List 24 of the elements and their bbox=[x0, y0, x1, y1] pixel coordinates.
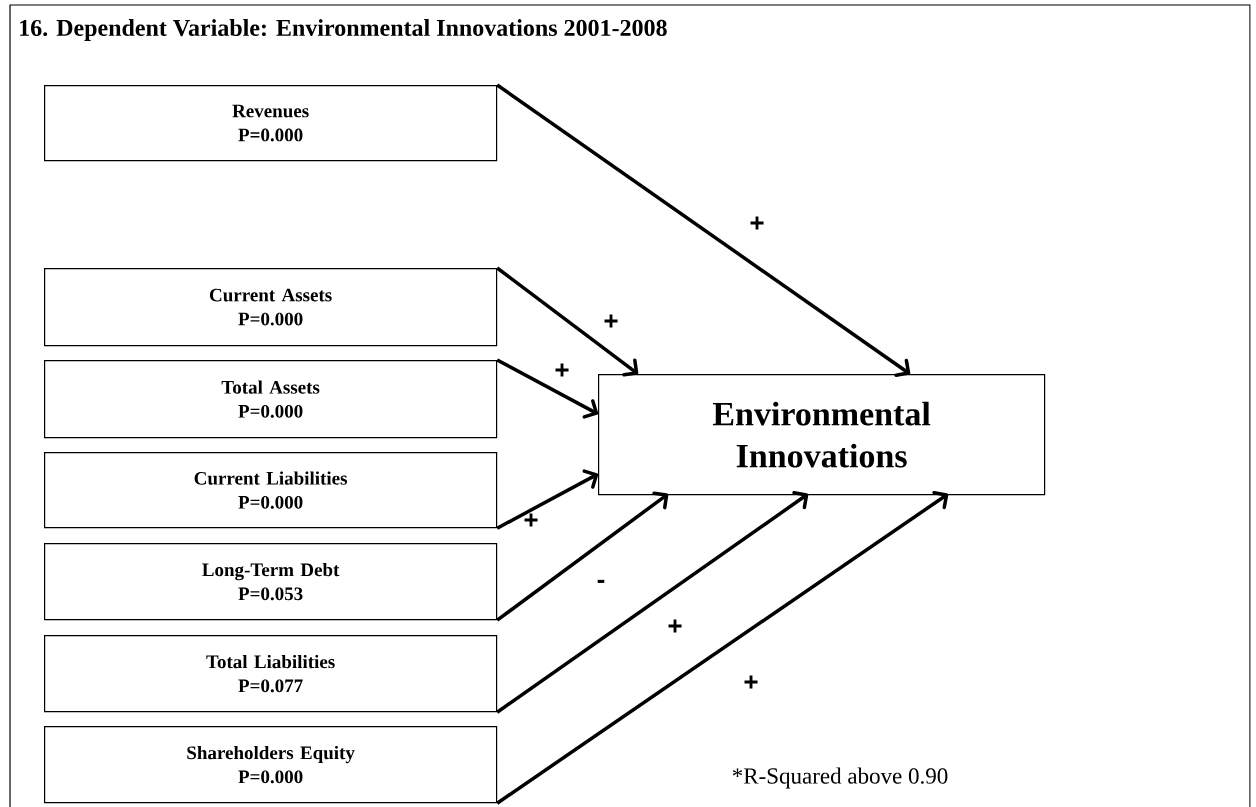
title: 16. Dependent Variable: Environmental Innovations 2001-2008 bbox=[20, 19, 667, 41]
variable-box: Long-Term Debt P=0.053 bbox=[44, 543, 498, 621]
arrow bbox=[496, 83, 911, 377]
edge-label: + bbox=[524, 513, 538, 527]
arrow bbox=[496, 266, 639, 377]
variable-box: Total Liabilities P=0.077 bbox=[44, 635, 498, 713]
edge-label: + bbox=[744, 675, 758, 689]
edge-label: + bbox=[555, 363, 569, 377]
edge-label: - bbox=[597, 579, 605, 583]
arrow bbox=[496, 491, 669, 622]
variable-box: Current Liabilities P=0.000 bbox=[44, 452, 498, 529]
note: *R-Squared above 0.90 bbox=[732, 767, 948, 789]
variable-box: Revenues P=0.000 bbox=[44, 85, 498, 162]
variable-box: Shareholders Equity P=0.000 bbox=[44, 726, 498, 804]
arrow bbox=[496, 491, 809, 714]
edge-label: + bbox=[668, 619, 682, 633]
variable-box: Current Assets P=0.000 bbox=[44, 268, 498, 347]
edge-label: + bbox=[750, 216, 764, 230]
arrow bbox=[496, 358, 599, 419]
variable-box: Total Assets P=0.000 bbox=[44, 360, 498, 439]
arrow bbox=[496, 469, 599, 530]
edge-label: + bbox=[604, 314, 618, 328]
arrow bbox=[496, 490, 949, 805]
outcome-box: Environmental Innovations bbox=[598, 374, 1046, 496]
